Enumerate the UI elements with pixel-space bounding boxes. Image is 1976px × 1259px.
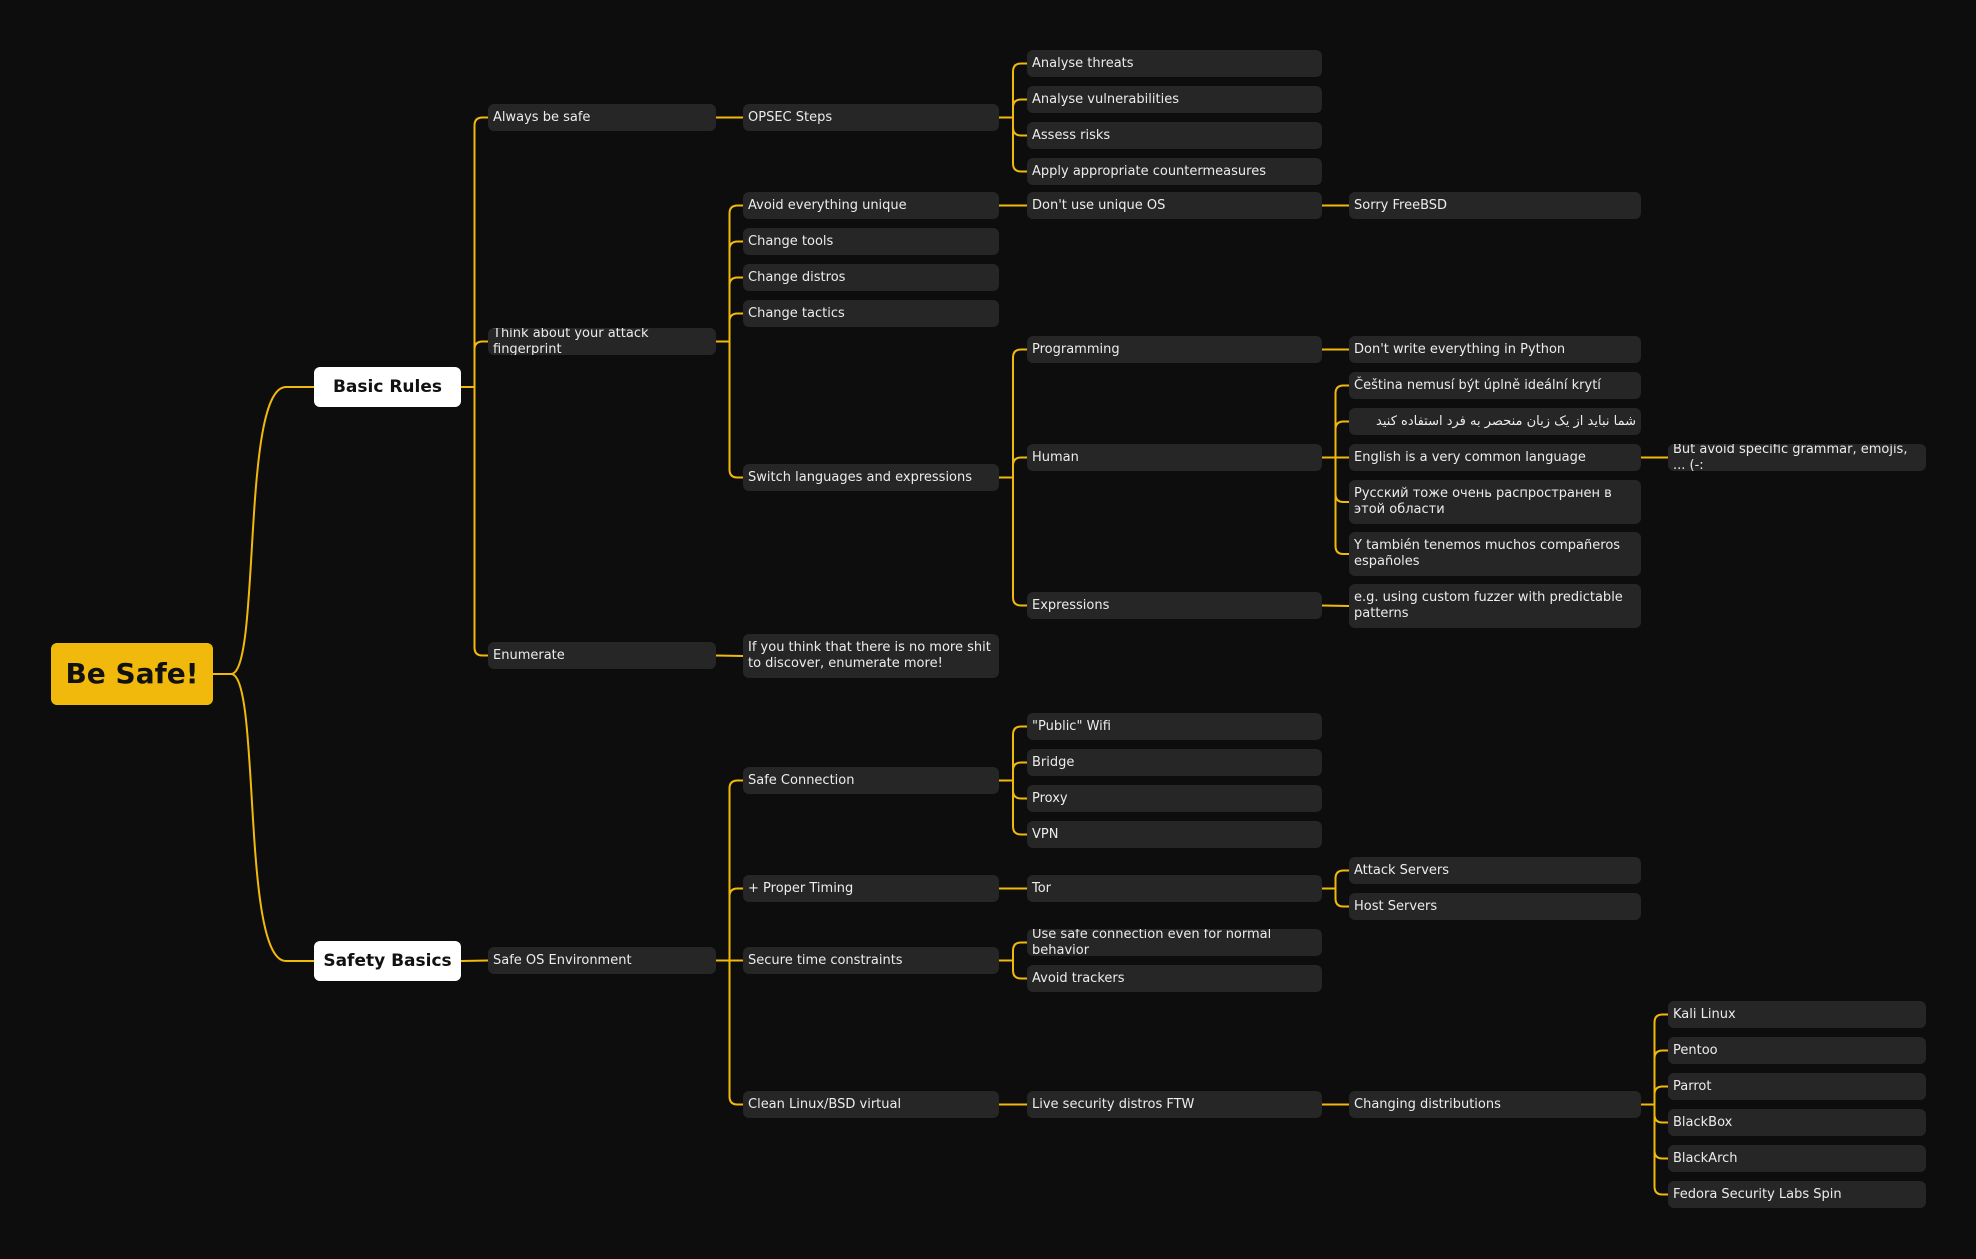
node-attack-fingerprint[interactable]: Think about your attack fingerprint xyxy=(488,328,716,355)
node-enumerate-more[interactable]: If you think that there is no more shit … xyxy=(743,634,999,678)
node-safe-connection[interactable]: Safe Connection xyxy=(743,767,999,794)
connector-think_fingerprint-change_tactics xyxy=(716,312,743,343)
node-apply-countermeasures[interactable]: Apply appropriate countermeasures xyxy=(1027,158,1322,185)
node-avoid-unique[interactable]: Avoid everything unique xyxy=(743,192,999,219)
node-safe-os[interactable]: Safe OS Environment xyxy=(488,947,716,974)
connector-switch_lang-expressions xyxy=(999,476,1027,607)
node-blackbox[interactable]: BlackBox xyxy=(1668,1109,1926,1136)
connector-root-safety_basics xyxy=(213,673,314,962)
node-bridge[interactable]: Bridge xyxy=(1027,749,1322,776)
connector-switch_lang-human xyxy=(999,456,1027,479)
node-avoid-trackers[interactable]: Avoid trackers xyxy=(1027,965,1322,992)
connector-safety_basics-safe_os xyxy=(460,959,489,962)
node-czech[interactable]: Čeština nemusí být úplně ideální krytí xyxy=(1349,372,1641,399)
node-clean-linux[interactable]: Clean Linux/BSD virtual xyxy=(743,1091,999,1118)
node-avoid-grammar[interactable]: But avoid specific grammar, emojis, ... … xyxy=(1668,444,1926,471)
branch-safety-basics[interactable]: Safety Basics xyxy=(314,941,461,981)
node-fedora-labs[interactable]: Fedora Security Labs Spin xyxy=(1668,1181,1926,1208)
node-spanish[interactable]: Y también tenemos muchos compañeros espa… xyxy=(1349,532,1641,576)
node-host-servers[interactable]: Host Servers xyxy=(1349,893,1641,920)
node-vpn[interactable]: VPN xyxy=(1027,821,1322,848)
node-change-tactics[interactable]: Change tactics xyxy=(743,300,999,327)
connector-safe_os-safe_conn xyxy=(716,779,743,962)
node-expressions[interactable]: Expressions xyxy=(1027,592,1322,619)
connector-basic_rules-always_safe xyxy=(461,116,488,388)
connector-changing_distros-pentoo xyxy=(1641,1049,1668,1106)
connector-basic_rules-think_fingerprint xyxy=(461,340,488,388)
node-attack-servers[interactable]: Attack Servers xyxy=(1349,857,1641,884)
node-secure-time[interactable]: Secure time constraints xyxy=(743,947,999,974)
node-safe-connection-normal[interactable]: Use safe connection even for normal beha… xyxy=(1027,929,1322,956)
node-changing-distributions[interactable]: Changing distributions xyxy=(1349,1091,1641,1118)
connector-tor-host_servers xyxy=(1322,887,1349,908)
node-analyse-threats[interactable]: Analyse threats xyxy=(1027,50,1322,77)
node-pentoo[interactable]: Pentoo xyxy=(1668,1037,1926,1064)
node-public-wifi[interactable]: "Public" Wifi xyxy=(1027,713,1322,740)
node-russian[interactable]: Русский тоже очень распространен в этой … xyxy=(1349,480,1641,524)
connector-human-persian xyxy=(1322,420,1349,459)
node-enumerate[interactable]: Enumerate xyxy=(488,642,716,669)
node-assess-risks[interactable]: Assess risks xyxy=(1027,122,1322,149)
connector-changing_distros-kali xyxy=(1641,1013,1668,1106)
branch-basic-rules[interactable]: Basic Rules xyxy=(314,367,461,407)
connector-basic_rules-enumerate xyxy=(461,386,488,657)
node-change-distros[interactable]: Change distros xyxy=(743,264,999,291)
connector-changing_distros-fedora xyxy=(1641,1103,1668,1196)
node-english[interactable]: English is a very common language xyxy=(1349,444,1641,471)
connector-safe_os-proper_timing xyxy=(716,887,743,962)
connector-opsec_steps-analyse_vuln xyxy=(999,98,1027,119)
connector-think_fingerprint-avoid_unique xyxy=(716,204,743,343)
connector-root-basic_rules xyxy=(213,386,314,675)
node-custom-fuzzer[interactable]: e.g. using custom fuzzer with predictabl… xyxy=(1349,584,1641,628)
node-live-distros[interactable]: Live security distros FTW xyxy=(1027,1091,1322,1118)
node-persian[interactable]: شما نباید از یک زبان منحصر به فرد استفاد… xyxy=(1349,408,1641,435)
node-proxy[interactable]: Proxy xyxy=(1027,785,1322,812)
connector-changing_distros-parrot xyxy=(1641,1085,1668,1106)
connector-secure_time-safe_conn_normal xyxy=(999,941,1027,962)
connector-safe_os-clean_linux xyxy=(716,959,743,1106)
node-python[interactable]: Don't write everything in Python xyxy=(1349,336,1641,363)
node-proper-timing[interactable]: + Proper Timing xyxy=(743,875,999,902)
node-tor[interactable]: Tor xyxy=(1027,875,1322,902)
connector-safe_conn-public_wifi xyxy=(999,725,1027,782)
connector-opsec_steps-analyse_threats xyxy=(999,62,1027,119)
node-kali[interactable]: Kali Linux xyxy=(1668,1001,1926,1028)
node-parrot[interactable]: Parrot xyxy=(1668,1073,1926,1100)
node-programming[interactable]: Programming xyxy=(1027,336,1322,363)
connector-think_fingerprint-switch_lang xyxy=(716,340,743,479)
connector-human-spanish xyxy=(1322,456,1349,555)
connector-enumerate-enumerate_more xyxy=(715,654,744,657)
node-blackarch[interactable]: BlackArch xyxy=(1668,1145,1926,1172)
node-always-be-safe[interactable]: Always be safe xyxy=(488,104,716,131)
node-analyse-vulnerabilities[interactable]: Analyse vulnerabilities xyxy=(1027,86,1322,113)
connector-think_fingerprint-change_tools xyxy=(716,240,743,343)
connector-secure_time-avoid_trackers xyxy=(999,959,1027,980)
root-node[interactable]: Be Safe! xyxy=(51,643,213,705)
connector-human-czech xyxy=(1322,384,1349,459)
connector-safe_conn-vpn xyxy=(999,779,1027,836)
connector-opsec_steps-countermeasures xyxy=(999,116,1027,173)
connector-tor-attack_servers xyxy=(1322,869,1349,890)
connector-think_fingerprint-change_distros xyxy=(716,276,743,343)
node-switch-languages[interactable]: Switch languages and expressions xyxy=(743,464,999,491)
connector-switch_lang-programming xyxy=(999,348,1027,479)
node-change-tools[interactable]: Change tools xyxy=(743,228,999,255)
node-human[interactable]: Human xyxy=(1027,444,1322,471)
node-sorry-freebsd[interactable]: Sorry FreeBSD xyxy=(1349,192,1641,219)
connector-expressions-fuzzer xyxy=(1321,604,1350,607)
connector-safe_conn-bridge xyxy=(999,761,1027,782)
node-opsec-steps[interactable]: OPSEC Steps xyxy=(743,104,999,131)
node-unique-os[interactable]: Don't use unique OS xyxy=(1027,192,1322,219)
